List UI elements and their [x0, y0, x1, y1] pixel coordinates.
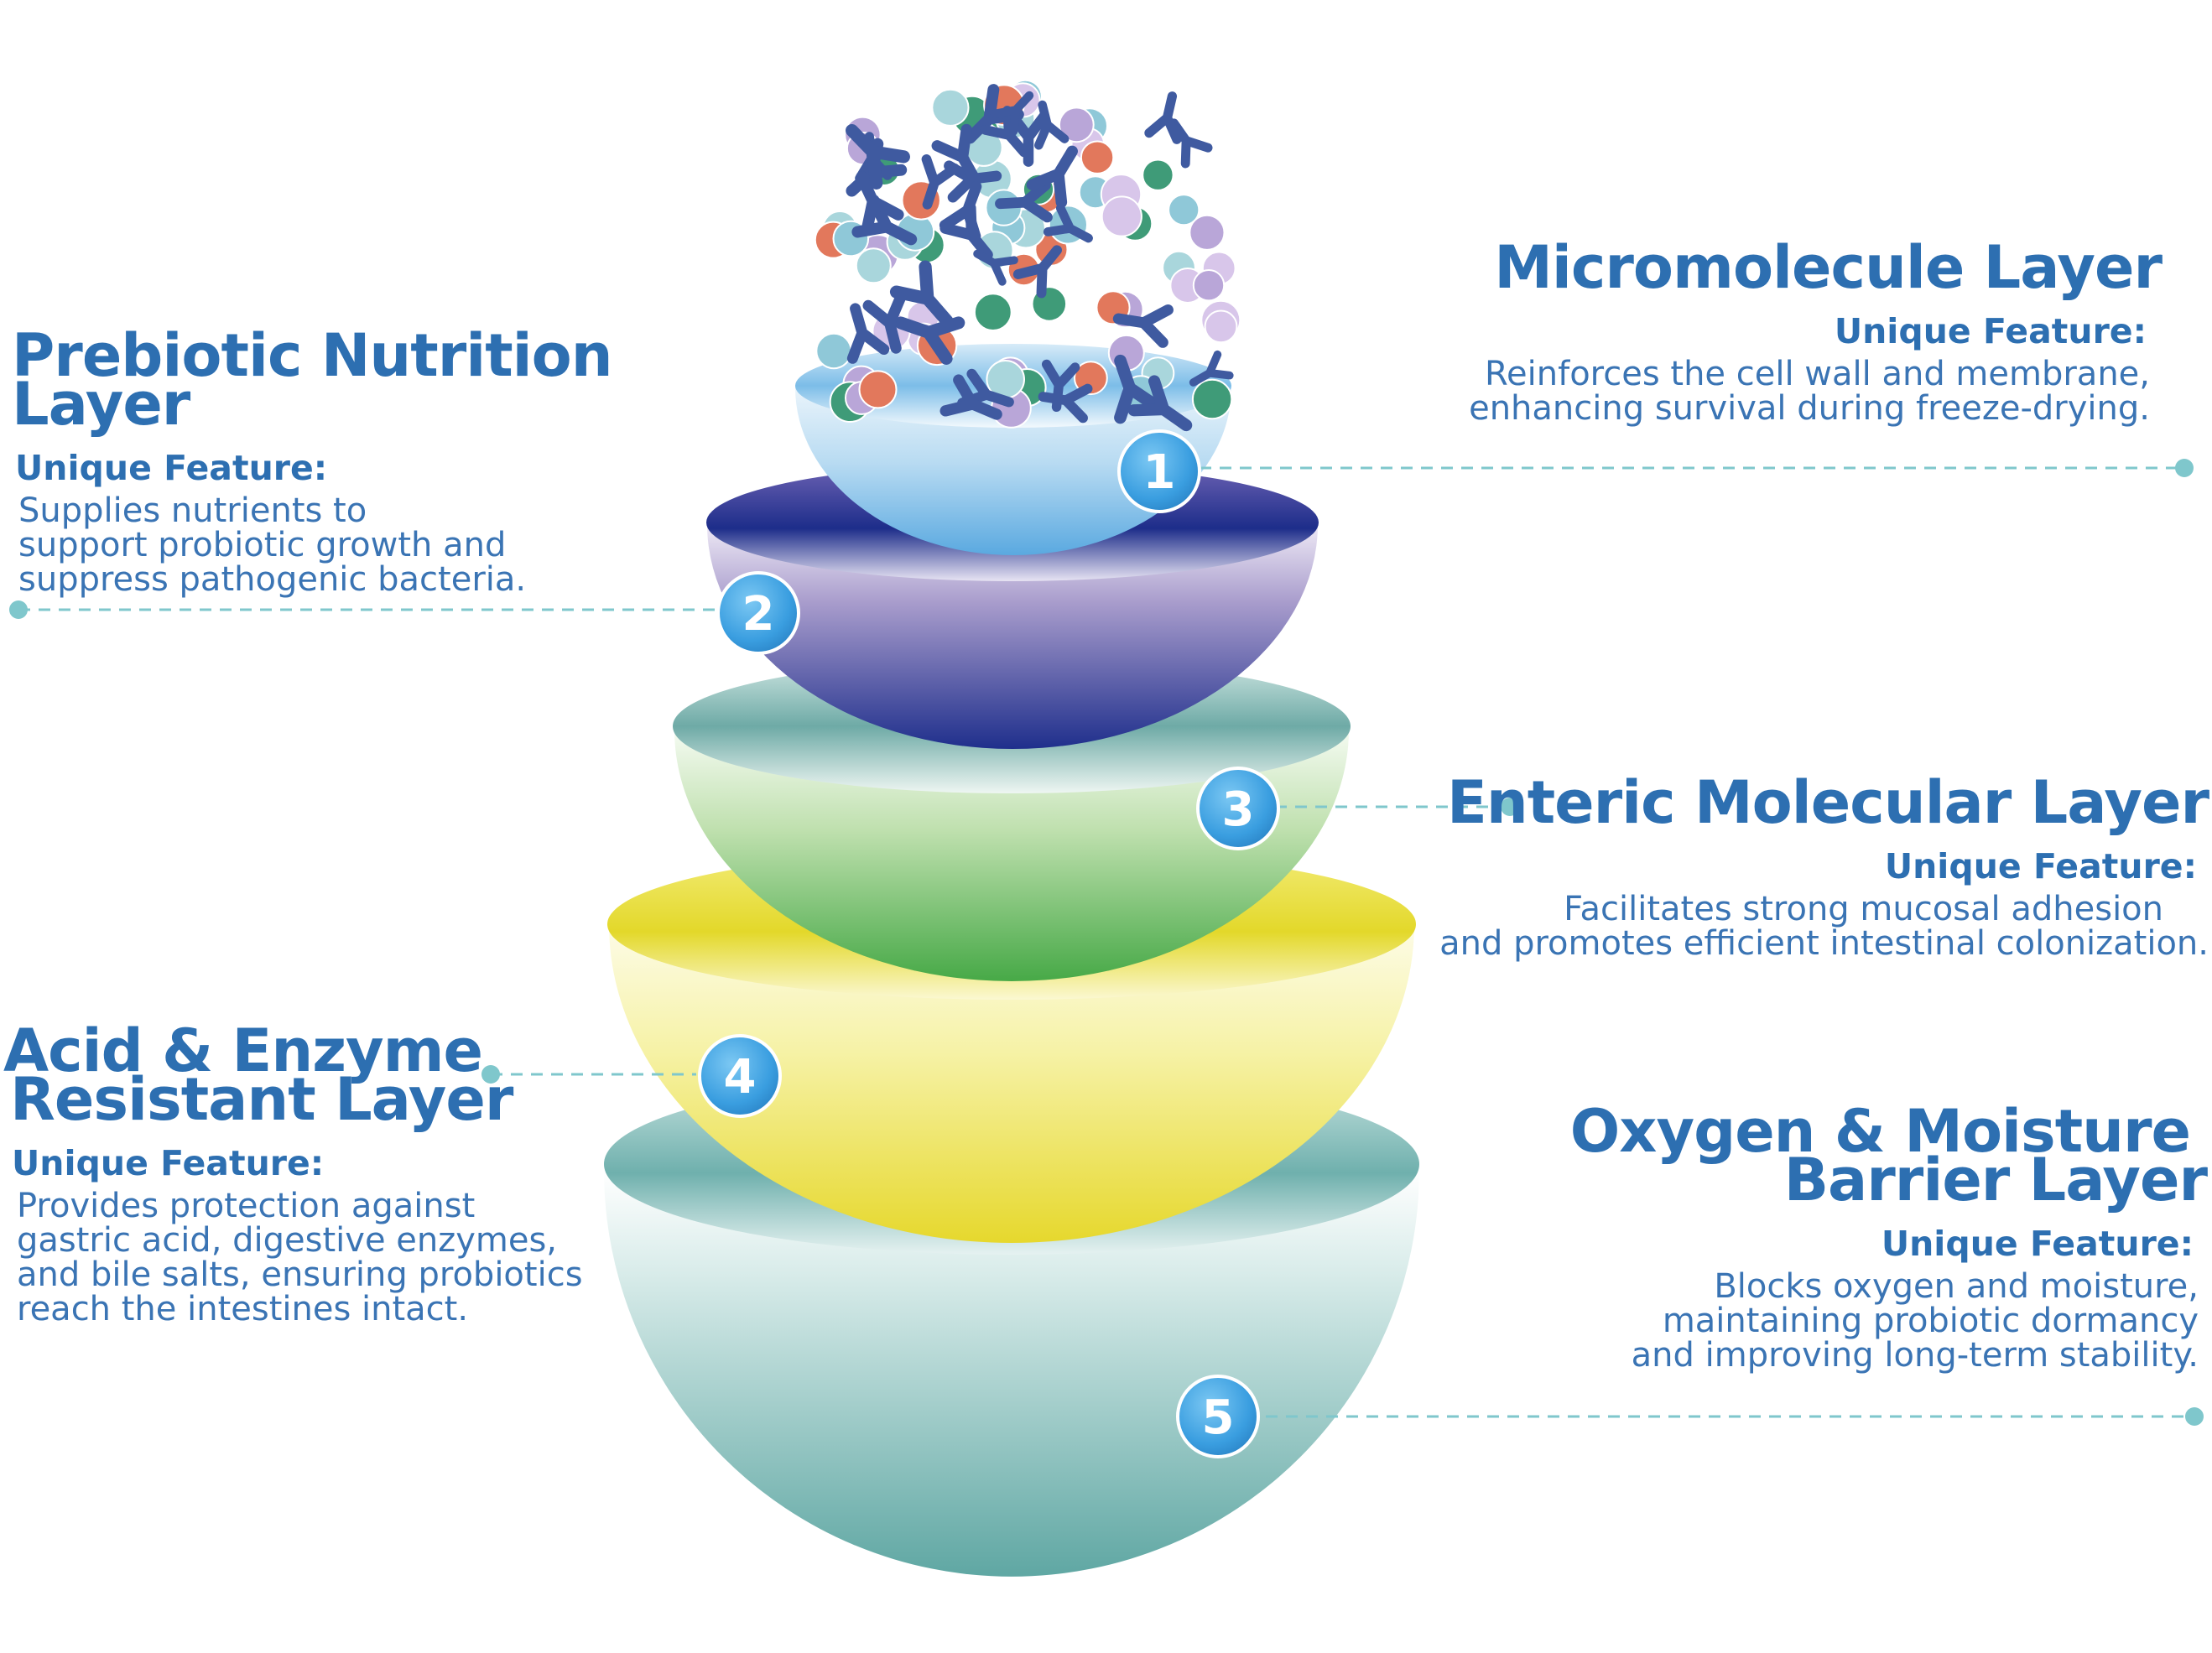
molecule-ball: [1058, 107, 1095, 143]
molecule-ball: [858, 370, 898, 409]
layer-5-title: Oxygen & Moisture Barrier Layer: [1569, 1097, 2208, 1214]
molecule-y-shape: [1041, 359, 1080, 413]
badge-5: 5: [1176, 1375, 1260, 1458]
molecule-y-shape: [1012, 245, 1062, 299]
layer-3-feature-label: Unique Feature:: [1884, 846, 2197, 886]
molecule-ball: [815, 332, 852, 370]
connector-dots: [9, 459, 2204, 1426]
molecule-y-shape: [939, 374, 1002, 420]
layer-3-title: Enteric Molecular Layer: [1447, 768, 2209, 837]
molecule-ball: [1101, 195, 1142, 237]
layer-4-feature-label: Unique Feature:: [12, 1143, 325, 1183]
badge-1: 1: [1117, 429, 1201, 513]
molecule-y-shape: [846, 123, 910, 190]
molecule-y-shape: [846, 303, 890, 364]
molecule-y-shape: [856, 171, 904, 236]
molecule-y-shape: [973, 249, 1018, 286]
layer-2-title: Prebiotic Nutrition Layer: [12, 321, 613, 439]
molecule-y-shape: [1144, 91, 1182, 144]
layer-1-label: Micromolecule Layer Unique Feature: Rein…: [1239, 233, 2163, 428]
molecule-ball: [1191, 378, 1233, 420]
molecule-y-shape: [1043, 203, 1093, 243]
badge-4-number: 4: [724, 1050, 757, 1105]
badge-5-number: 5: [1202, 1390, 1235, 1445]
molecule-y-shape: [1114, 354, 1162, 424]
molecule-y-shape: [862, 292, 907, 354]
badge-3: 3: [1196, 767, 1280, 850]
molecule-ball: [1080, 140, 1115, 174]
molecule-y-shape: [921, 154, 960, 210]
layer-5-description: Blocks oxygen and moisture, maintaining …: [1631, 1267, 2199, 1375]
layer-5-label: Oxygen & Moisture Barrier Layer Unique F…: [1452, 1097, 2208, 1375]
molecule-y-shape: [1026, 145, 1078, 209]
molecule-cluster: [814, 79, 1241, 432]
molecule-ball: [1192, 269, 1226, 302]
layer-1-title: Micromolecule Layer: [1494, 233, 2163, 302]
layer-2-description: Supplies nutrients to support probiotic …: [18, 491, 527, 599]
layer-1-feature-label: Unique Feature:: [1834, 311, 2147, 351]
layer-4-description: Provides protection against gastric acid…: [17, 1187, 583, 1328]
layer-3-label: Enteric Molecular Layer Unique Feature: …: [1370, 768, 2209, 963]
connector-lines: [18, 466, 2189, 1418]
molecule-y-shape: [990, 91, 1034, 136]
layer-5-feature-label: Unique Feature:: [1881, 1224, 2194, 1264]
molecule-ball: [1189, 214, 1226, 251]
layer-2-feature-label: Unique Feature:: [15, 448, 328, 488]
molecule-y-shape: [1112, 304, 1174, 348]
badge-2: 2: [716, 571, 800, 655]
molecule-y-shape: [894, 316, 965, 365]
layer-2-label: Prebiotic Nutrition Layer Unique Feature…: [12, 321, 767, 599]
layer-3-description: Facilitates strong mucosal adhesion and …: [1439, 890, 2209, 963]
molecule-y-shape: [939, 180, 982, 242]
molecule-y-shape: [995, 179, 1053, 223]
molecule-ball: [855, 247, 892, 284]
molecule-y-shape: [1189, 350, 1234, 387]
badge-4: 4: [698, 1034, 782, 1118]
molecule-y-shape: [1127, 375, 1193, 432]
layer-1-description: Reinforces the cell wall and membrane, e…: [1469, 355, 2150, 428]
molecule-ball: [973, 293, 1012, 332]
badge-2-number: 2: [742, 587, 775, 642]
molecule-ball: [1142, 159, 1174, 191]
molecule-ball: [931, 88, 970, 127]
molecule-ball: [1168, 194, 1200, 226]
layer-4-label: Acid & Enzyme Resistant Layer Unique Fea…: [3, 1016, 641, 1328]
molecule-y-shape: [931, 123, 981, 186]
molecule-ball: [1204, 309, 1238, 344]
layer-4-title: Acid & Enzyme Resistant Layer: [3, 1016, 513, 1134]
badge-1-number: 1: [1143, 445, 1176, 500]
badge-3-number: 3: [1222, 782, 1255, 837]
